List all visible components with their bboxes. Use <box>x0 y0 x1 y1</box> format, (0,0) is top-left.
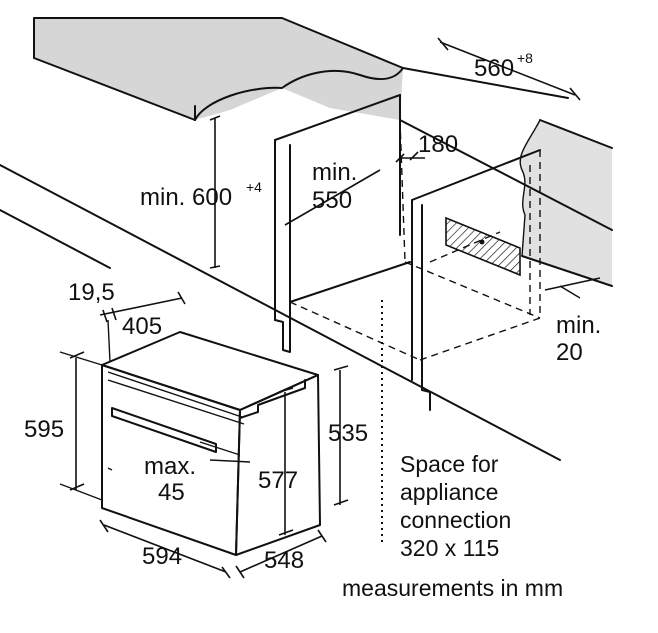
label-548: 548 <box>264 547 304 574</box>
niche-cabinet <box>274 94 541 545</box>
connection-note: Space for appliance connection 320 x 115 <box>400 451 511 561</box>
label-min-20-line1: min. <box>556 312 601 339</box>
label-max-45-line2: 45 <box>158 479 185 506</box>
label-595: 595 <box>24 416 64 443</box>
dimension-labels: 560 +8 180 min. 550 min. 600 +4 19,5 405… <box>24 50 601 574</box>
label-min-20-line2: 20 <box>556 339 583 366</box>
label-560-sup: +8 <box>517 50 533 66</box>
label-594: 594 <box>142 543 182 570</box>
floor-lines <box>0 67 613 461</box>
label-405: 405 <box>122 313 162 340</box>
label-min-550-line1: min. <box>312 159 357 186</box>
note-line-1: Space for <box>400 451 499 477</box>
note-line-4: 320 x 115 <box>400 535 499 561</box>
label-max-45-line1: max. <box>144 453 196 480</box>
label-min-550-line2: 550 <box>312 187 352 214</box>
label-min-600: min. 600 <box>140 184 232 211</box>
units-footer: measurements in mm <box>342 575 563 601</box>
oven <box>101 331 321 556</box>
note-line-2: appliance <box>400 479 498 505</box>
back-wall <box>519 119 613 287</box>
worktop <box>33 17 404 121</box>
label-577: 577 <box>258 467 298 494</box>
label-535: 535 <box>328 420 368 447</box>
label-min-600-sup: +4 <box>246 179 262 195</box>
label-19-5: 19,5 <box>68 279 115 306</box>
label-180: 180 <box>418 131 458 158</box>
label-560: 560 <box>474 55 514 82</box>
note-line-3: connection <box>400 507 511 533</box>
dimension-lines <box>59 37 601 579</box>
